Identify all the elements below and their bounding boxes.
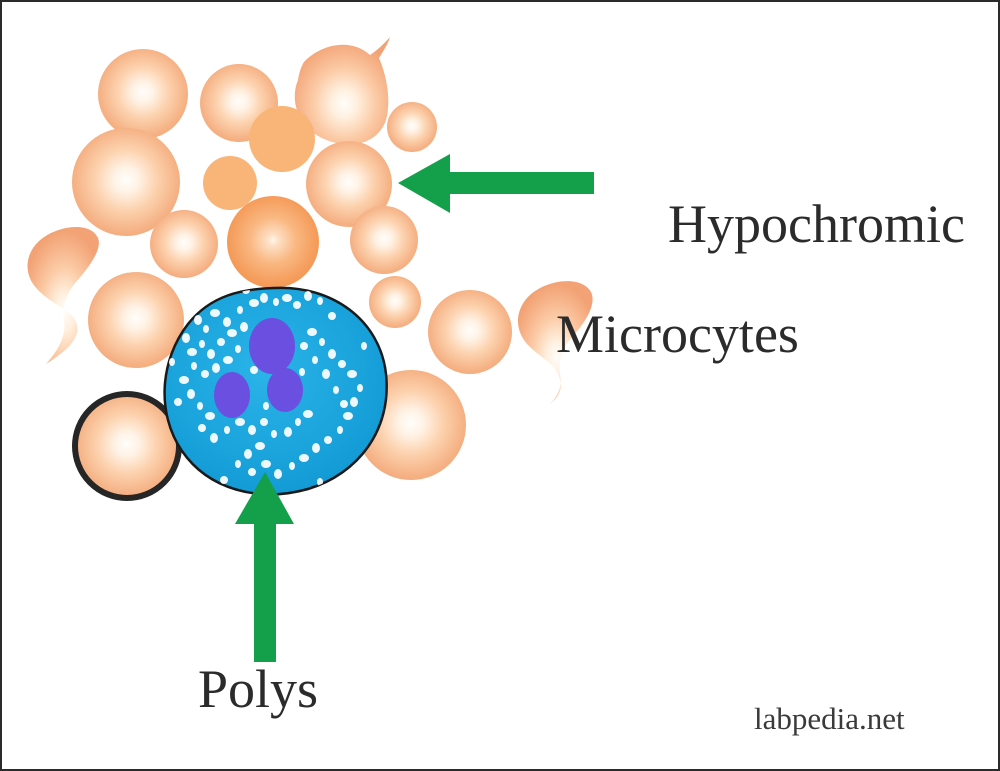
neutrophil-cell bbox=[163, 286, 388, 496]
neutrophil-nucleus bbox=[214, 318, 303, 418]
polys-label: Polys bbox=[198, 659, 319, 719]
hypochromic-microcytes-label: Hypochromic Microcytes bbox=[556, 142, 965, 472]
watermark-labpedia: labpedia.net bbox=[754, 701, 905, 736]
polys-arrow bbox=[235, 472, 294, 662]
rbc-sphere bbox=[306, 141, 392, 227]
hypochromic-arrow bbox=[398, 154, 594, 213]
rbc-sphere bbox=[150, 210, 218, 278]
rbc-sphere bbox=[428, 290, 512, 374]
rbc-sphere bbox=[249, 106, 315, 172]
rbc-sphere bbox=[387, 102, 437, 152]
rbc-sphere bbox=[98, 49, 188, 139]
teardrop-cell-top bbox=[294, 37, 390, 145]
outlined-rbc bbox=[72, 391, 182, 501]
neutrophil-granules bbox=[169, 287, 367, 486]
hypochromic-label-line2: Microcytes bbox=[556, 304, 799, 365]
rbc-sphere bbox=[88, 272, 184, 368]
rbc-sphere-normochromic bbox=[227, 196, 319, 288]
red-blood-cell-group bbox=[27, 37, 593, 501]
rbc-sphere bbox=[369, 276, 421, 328]
teardrop-cell-right bbox=[517, 281, 593, 404]
rbc-sphere bbox=[72, 128, 180, 236]
teardrop-cell-left bbox=[27, 226, 99, 364]
rbc-sphere bbox=[203, 156, 257, 210]
rbc-sphere bbox=[350, 206, 418, 274]
hypochromic-label-line1: Hypochromic bbox=[668, 194, 965, 255]
